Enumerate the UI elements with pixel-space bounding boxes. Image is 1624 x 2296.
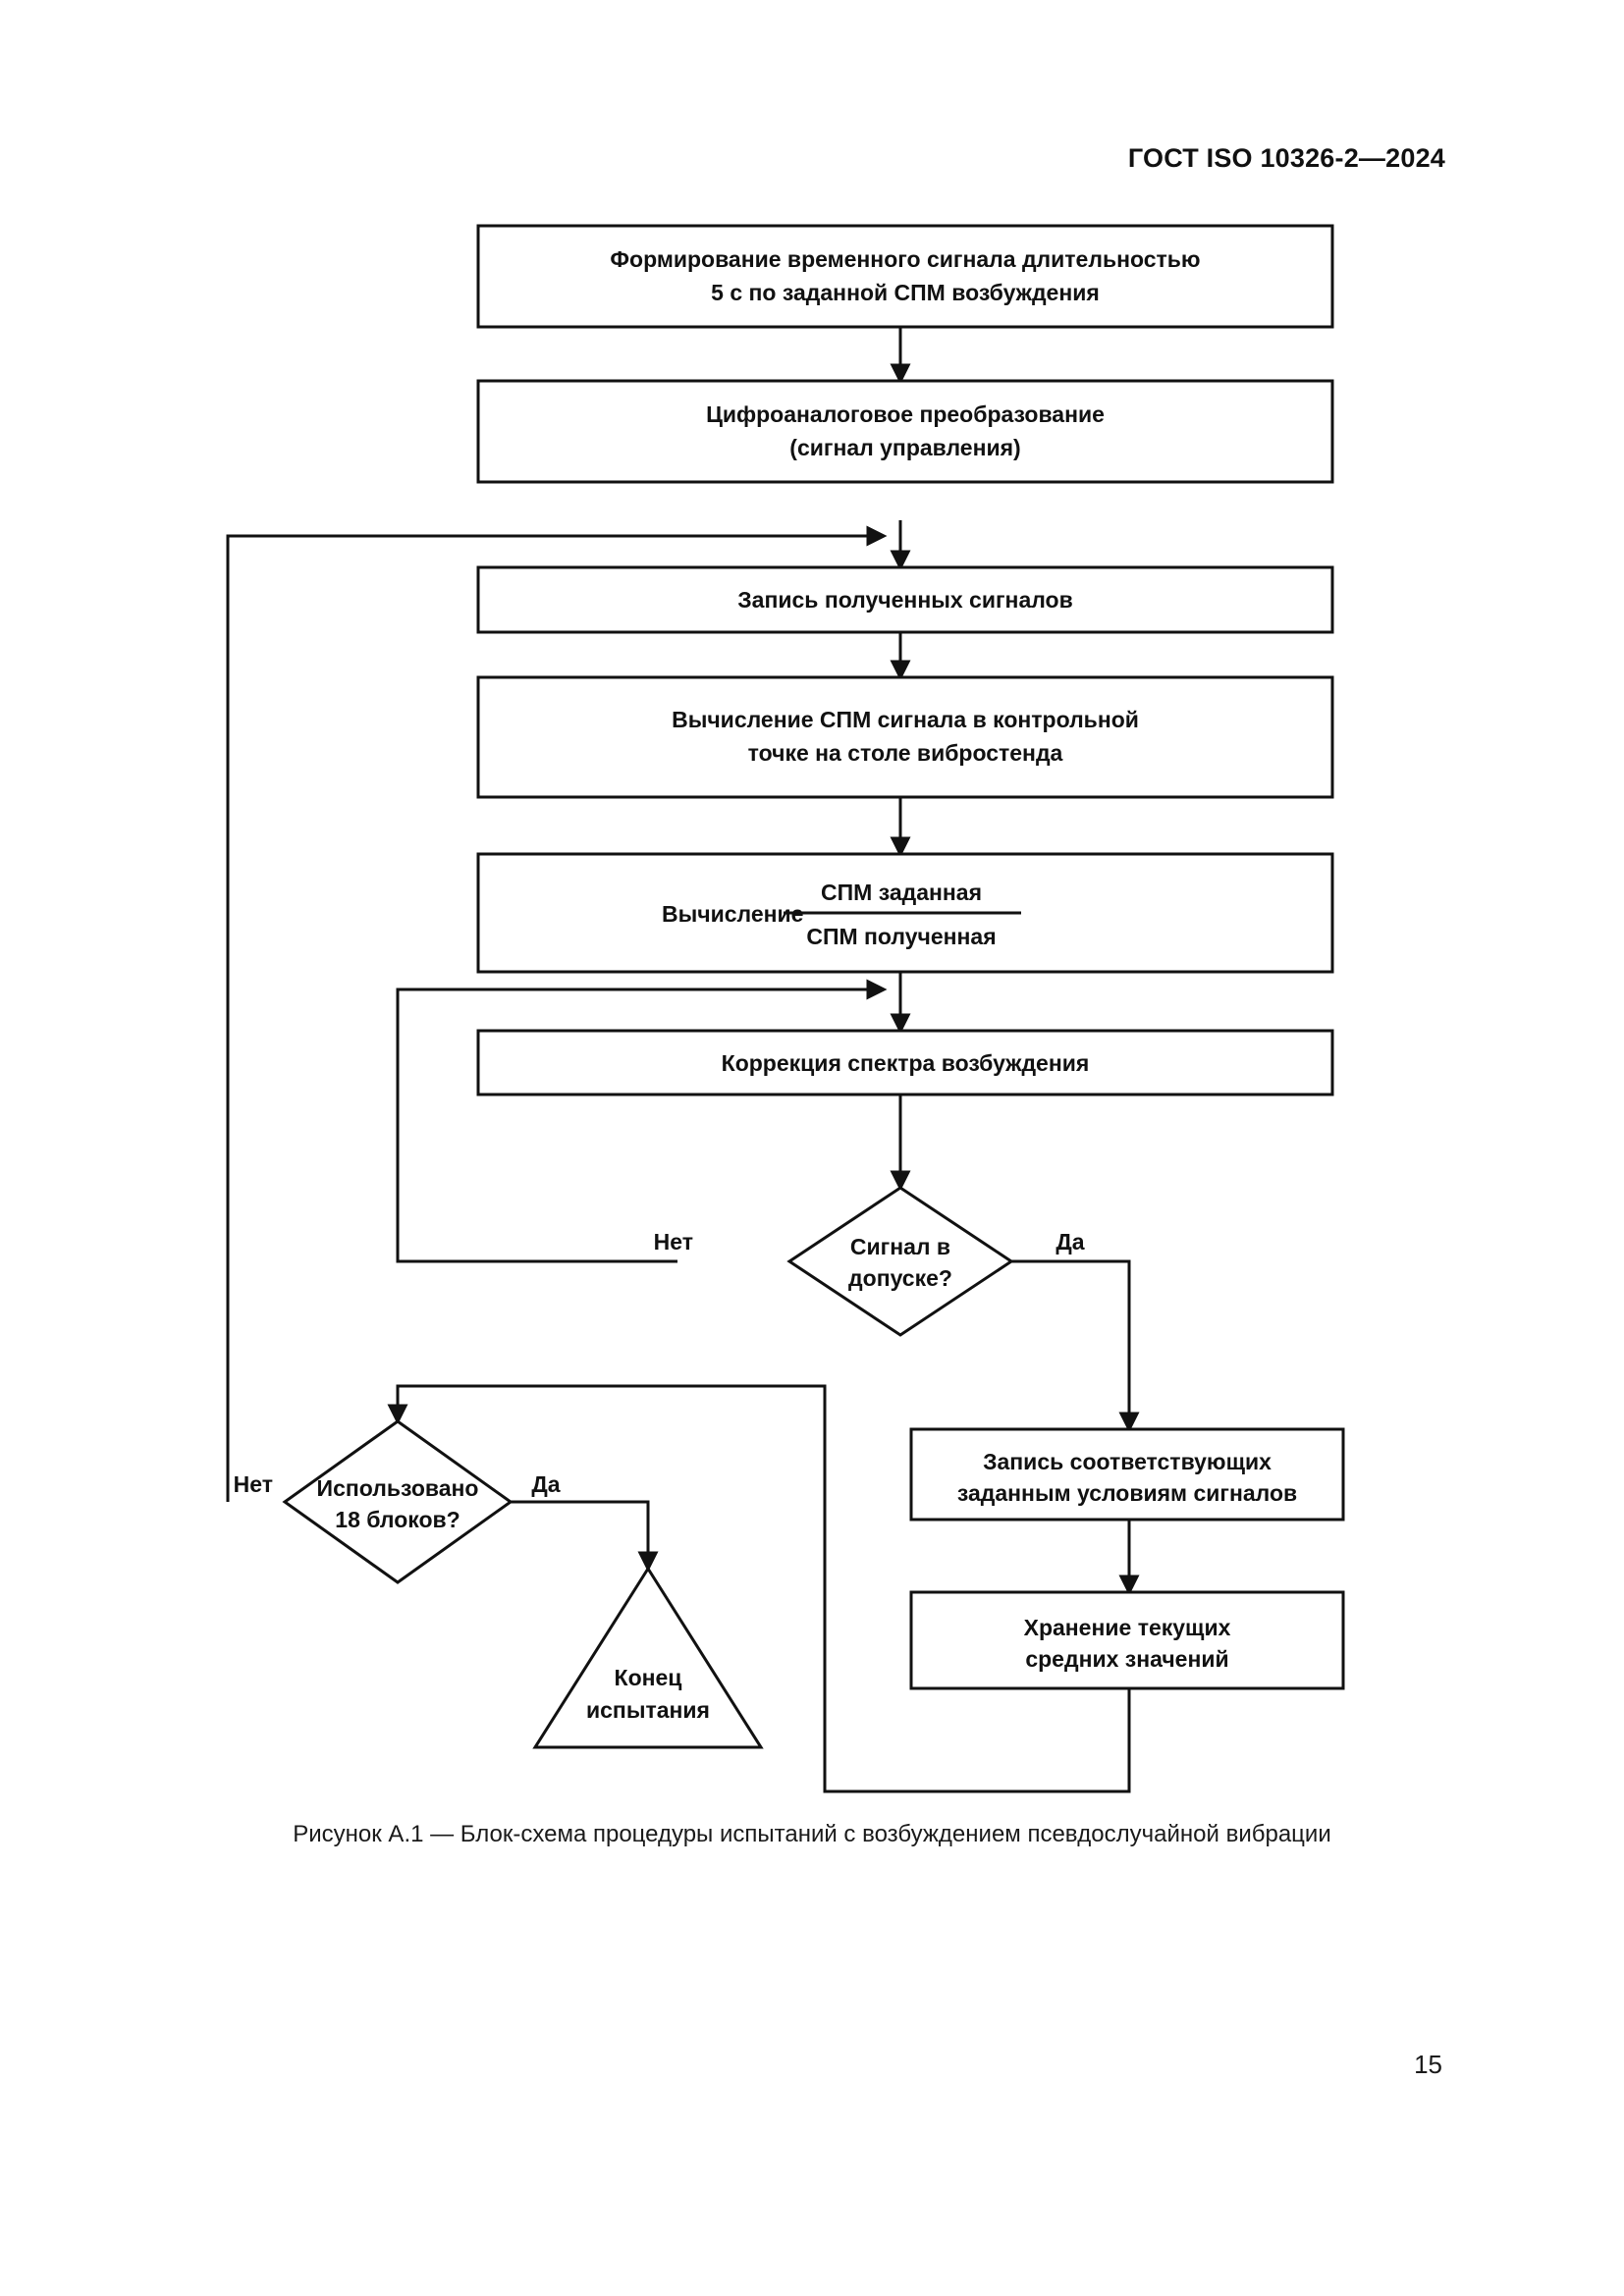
process-box-correct-spectrum	[476, 1029, 1334, 1096]
flowchart-svg: Формирование временного сигнала длительн…	[226, 224, 1345, 1793]
terminator-triangle-end-of-test	[532, 1566, 764, 1749]
terminator-triangle-end-of-test-line1: Конец	[615, 1665, 682, 1690]
process-box-record-signals-line1: Запись полученных сигналов	[737, 587, 1072, 613]
decision-diamond-signal-in-tolerance-line1: Сигнал в	[850, 1234, 950, 1259]
process-box-record-signals	[476, 565, 1334, 634]
branch-label-d2-no: Нет	[234, 1471, 273, 1497]
branch-label-d1-no: Нет	[654, 1229, 693, 1255]
process-box-signal-generation-line1: Формирование временного сигнала длительн…	[610, 246, 1200, 272]
process-box-store-running-averages-line1: Хранение текущих	[1024, 1615, 1231, 1640]
page-number: 15	[1414, 2050, 1442, 2079]
process-box-compute-psd-line2: точке на столе вибростенда	[748, 740, 1063, 766]
connector-n8-to-d2-loop	[387, 1384, 1131, 1793]
process-box-store-running-averages	[909, 1590, 1345, 1690]
process-box-compute-ratio-prefix: Вычисление	[662, 901, 803, 927]
process-box-record-conforming-signals-line1: Запись соответствующих	[983, 1449, 1272, 1474]
decision-diamond-blocks-used	[282, 1419, 514, 1584]
process-box-compute-ratio-numerator: СПМ заданная	[821, 880, 982, 905]
process-box-store-running-averages-line2: средних значений	[1025, 1646, 1228, 1672]
decision-diamond-blocks-used-line1: Использовано	[317, 1475, 479, 1501]
decision-diamond-blocks-used-line2: 18 блоков?	[335, 1507, 460, 1532]
process-box-signal-generation	[476, 224, 1334, 329]
decision-diamond-signal-in-tolerance-line2: допуске?	[848, 1265, 952, 1291]
branch-label-d1-yes: Да	[1056, 1229, 1084, 1255]
process-box-compute-psd-line1: Вычисление СПМ сигнала в контрольной	[672, 707, 1139, 732]
process-box-dac-conversion-line1: Цифроаналоговое преобразование	[706, 401, 1105, 427]
terminator-triangle-end-of-test-line2: испытания	[586, 1697, 710, 1723]
process-box-correct-spectrum-line1: Коррекция спектра возбуждения	[722, 1050, 1090, 1076]
process-box-record-conforming-signals	[909, 1427, 1345, 1522]
process-box-dac-conversion	[476, 379, 1334, 484]
process-box-compute-psd	[476, 675, 1334, 799]
process-box-signal-generation-line2: 5 с по заданной СПМ возбуждения	[711, 280, 1100, 305]
decision-diamond-signal-in-tolerance	[786, 1186, 1014, 1337]
branch-label-d2-yes: Да	[531, 1471, 560, 1497]
connector-d2-no-to-n3-loop	[226, 525, 888, 1502]
connector-d2-yes-to-end	[511, 1500, 659, 1573]
process-box-compute-ratio-denominator: СПМ полученная	[806, 924, 996, 949]
process-box-record-conforming-signals-line2: заданным условиям сигналов	[957, 1480, 1297, 1506]
connector-d1-yes-to-n7	[1011, 1259, 1140, 1433]
figure-a1-flowchart: Формирование временного сигнала длительн…	[0, 187, 1624, 1836]
process-box-dac-conversion-line2: (сигнал управления)	[789, 435, 1020, 460]
connector-d1-no-to-n6-loop	[396, 979, 888, 1263]
document-header-standard-number: ГОСТ ISO 10326-2—2024	[1127, 143, 1445, 173]
figure-caption: Рисунок А.1 — Блок-схема процедуры испыт…	[293, 1821, 1331, 1847]
